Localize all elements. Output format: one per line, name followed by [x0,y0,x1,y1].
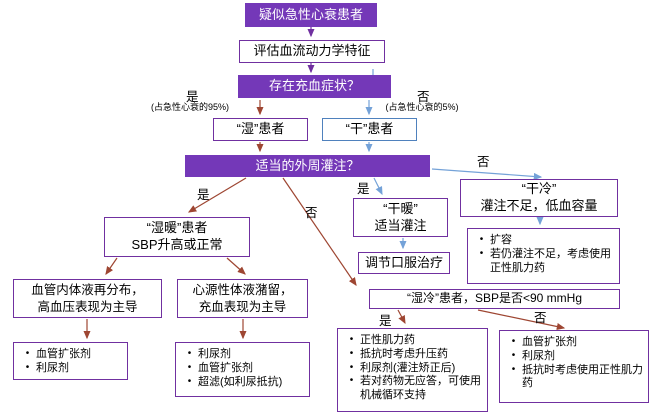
arrow-perfusion-yes-drywarm [373,177,383,196]
node-wet-warm-line2: SBP升高或正常 [131,237,223,252]
list-wet-cold-no-treatment: • 血管扩张剂 • 利尿剂 • 抵抗时考虑使用正性肌力药 [499,330,649,403]
arrow-perfusion-no-wetcold [282,177,357,286]
bullet-item: • 若仍灌注不足，考虑使用正性肌力药 [473,248,615,276]
bullet-item: • 利尿剂(灌注矫正后) [343,362,483,376]
label-wetcold-no: 否 [534,311,547,325]
bullet-icon: • [187,375,192,387]
bullet-icon: • [511,349,516,361]
bullet-icon: • [349,334,354,345]
node-vascular-redistribution-line2: 高血压表现为主导 [37,299,138,314]
list-dry-cold-treatment: • 扩容 • 若仍灌注不足，考虑使用正性肌力药 [467,228,620,284]
bullet-text: 利尿剂(灌注矫正后) [360,361,456,374]
note-congestion-yes: (占急性心衰的95%) [150,102,229,112]
note-congestion-no: (占急性心衰的5%) [385,102,459,112]
node-dry-patient: “干”患者 [322,118,417,141]
bullet-text: 利尿剂 [522,349,555,362]
node-perfusion-question: 适当的外周灌注？ [185,155,430,177]
label-congestion-no: 否 [417,90,430,104]
list-cardiac-treatment: • 利尿剂 • 血管扩张剂 • 超滤(如利尿抵抗) [175,342,310,397]
bullet-icon: • [349,361,354,373]
bullet-item: • 利尿剂 [19,362,123,376]
bullet-icon: • [187,348,192,359]
node-wet-warm-line1: “湿暖”患者 [146,220,208,236]
node-adjust-oral-therapy: 调节口服治疗 [358,252,450,274]
bullet-item: • 抵抗时考虑升压药 [343,348,483,362]
label-wetcold-yes: 是 [379,314,392,328]
bullet-item: • 血管扩张剂 [19,348,123,362]
node-cardiac-retention: 心源性体液潴留， 充血表现为主导 [177,279,308,318]
node-wet-cold-sbp: “湿冷”患者，SBP是否<90 mmHg [369,289,620,309]
bullet-item: • 血管扩张剂 [181,362,305,376]
arrow-wetwarm-to-cardiac [226,257,246,275]
bullet-text: 扩容 [490,234,512,246]
node-suspected-ahf-label: 疑似急性心衰患者 [258,6,363,22]
bullet-text: 若对药物无应答，可使用机械循环支持 [360,375,481,401]
bullet-text: 利尿剂 [36,361,69,374]
arrow-perfusion-no-drycold [431,168,543,181]
bullet-text: 抵抗时考虑升压药 [360,347,448,360]
node-wet-warm: “湿暖”患者 SBP升高或正常 [104,217,250,257]
label-perfusion-no-right: 否 [477,155,490,169]
bullet-icon: • [349,375,354,387]
node-adjust-oral-therapy-label: 调节口服治疗 [364,254,443,270]
node-dry-cold-line2: 灌注不足，低血容量 [480,198,598,213]
label-perfusion-yes-right: 是 [357,182,370,196]
node-wet-patient: “湿”患者 [213,118,308,141]
list-wet-cold-yes-treatment: • 正性肌力药 • 抵抗时考虑升压药 • 利尿剂(灌注矫正后) • 若对药物无应答，可使用机械… [337,328,488,412]
label-perfusion-no-middle: 否 [305,206,318,220]
node-suspected-ahf: 疑似急性心衰患者 [245,3,377,27]
node-cardiac-retention-line2: 充血表现为主导 [198,299,287,314]
bullet-text: 若仍灌注不足，考虑使用正性肌力药 [490,247,611,274]
bullet-text: 利尿剂 [198,348,231,360]
node-wet-patient-label: “湿”患者 [236,121,285,137]
bullet-item: • 扩容 [473,234,615,248]
bullet-icon: • [479,234,484,245]
bullet-text: 血管扩张剂 [36,348,91,360]
bullet-icon: • [349,347,354,359]
bullet-item: • 利尿剂 [505,350,644,364]
node-assess-hemodynamics: 评估血流动力学特征 [239,40,385,63]
node-cardiac-retention-line1: 心源性体液潴留， [192,283,293,298]
list-vascular-treatment: • 血管扩张剂 • 利尿剂 [13,342,128,380]
bullet-icon: • [25,361,30,373]
node-perfusion-question-label: 适当的外周灌注？ [255,157,360,173]
bullet-item: • 血管扩张剂 [505,336,644,350]
node-dry-warm: “干暖” 适当灌注 [353,198,448,237]
arrow-wetcold-no [477,309,566,331]
node-dry-cold: “干冷” 灌注不足，低血容量 [460,179,618,217]
node-vascular-redistribution: 血管内体液再分布， 高血压表现为主导 [13,279,162,318]
label-perfusion-yes-left: 是 [197,188,210,202]
bullet-icon: • [25,348,30,359]
arrow-wetcold-yes [397,309,406,325]
bullet-icon: • [479,247,484,259]
node-vascular-redistribution-line1: 血管内体液再分布， [31,283,144,298]
node-assess-hemodynamics-label: 评估血流动力学特征 [253,43,371,59]
bullet-item: • 若对药物无应答，可使用机械循环支持 [343,375,483,403]
bullet-text: 血管扩张剂 [198,361,253,374]
bullet-item: • 超滤(如利尿抵抗) [181,376,305,390]
label-congestion-yes: 是 [186,90,199,104]
node-dry-cold-line1: “干冷” [521,181,557,197]
arrow-wetwarm-to-vascular [105,257,118,275]
bullet-text: 血管扩张剂 [522,336,577,348]
bullet-text: 超滤(如利尿抵抗) [198,375,283,388]
bullet-text: 抵抗时考虑使用正性肌力药 [522,363,643,390]
bullet-item: • 正性肌力药 [343,334,483,348]
bullet-item: • 抵抗时考虑使用正性肌力药 [505,364,644,392]
bullet-icon: • [511,336,516,347]
node-dry-warm-line1: “干暖” [383,200,418,216]
bullet-text: 正性肌力药 [360,334,415,346]
bullet-item: • 利尿剂 [181,348,305,362]
bullet-icon: • [187,361,192,373]
node-dry-patient-label: “干”患者 [345,121,394,137]
node-congestion-question-label: 存在充血症状？ [268,78,360,94]
bullet-icon: • [511,363,516,375]
node-congestion-question: 存在充血症状？ [238,75,391,98]
node-dry-warm-line2: 适当灌注 [374,217,427,233]
node-wet-cold-sbp-label: “湿冷”患者，SBP是否<90 mmHg [406,291,583,306]
